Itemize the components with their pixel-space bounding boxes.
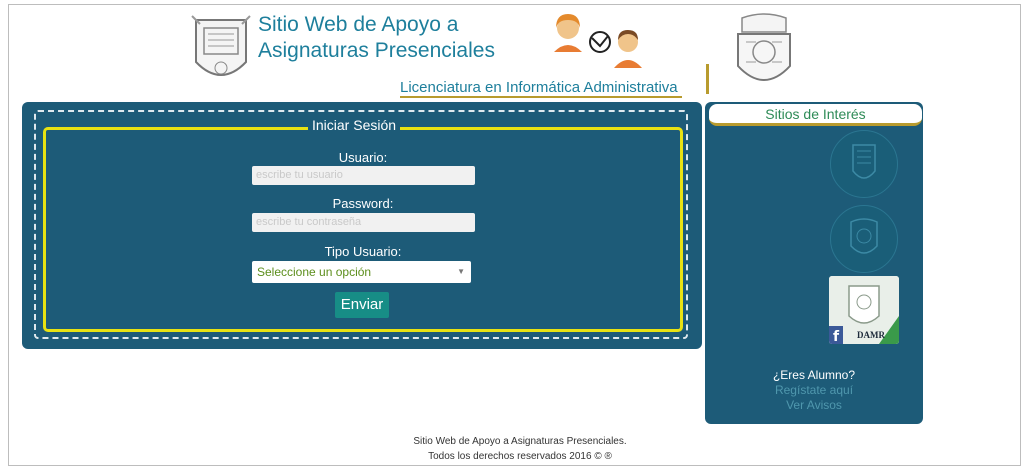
password-label: Password:	[332, 196, 394, 211]
left-seal-logo	[190, 12, 252, 90]
student-question: ¿Eres Alumno?	[772, 368, 856, 382]
chevron-down-icon: ▼	[457, 267, 465, 276]
sidebar-title: Sitios de Interés	[709, 104, 922, 126]
right-seal-logo	[732, 12, 796, 94]
user-type-label: Tipo Usuario:	[324, 244, 402, 259]
password-input[interactable]: escribe tu contraseña	[252, 213, 475, 232]
people-icon	[550, 12, 650, 76]
program-subtitle: Licenciatura en Informática Administrati…	[400, 79, 682, 98]
facebook-card-label: DAMR	[857, 330, 885, 340]
user-label: Usuario:	[338, 150, 388, 165]
login-dashed-border	[34, 110, 688, 339]
register-link[interactable]: Regístate aquí	[774, 383, 854, 397]
user-input[interactable]: escribe tu usuario	[252, 166, 475, 185]
faculty-seal-link-icon[interactable]	[830, 205, 898, 273]
user-type-selected: Seleccione un opción	[257, 265, 372, 279]
svg-text:f: f	[833, 329, 840, 344]
facebook-page-link[interactable]: f DAMR	[829, 276, 899, 344]
login-panel: Iniciar Sesión Usuario: escribe tu usuar…	[22, 102, 702, 349]
submit-button[interactable]: Enviar	[335, 292, 389, 318]
university-seal-link-icon[interactable]	[830, 130, 898, 198]
notices-link[interactable]: Ver Avisos	[786, 398, 842, 412]
footer-line2: Todos los derechos reservados 2016 © ®	[428, 451, 612, 462]
site-title: Sitio Web de Apoyo a Asignaturas Presenc…	[258, 12, 495, 64]
footer: Sitio Web de Apoyo a Asignaturas Presenc…	[380, 434, 660, 464]
site-title-line1: Sitio Web de Apoyo a	[258, 13, 459, 36]
login-legend: Iniciar Sesión	[308, 117, 401, 133]
subtitle-divider	[706, 64, 709, 94]
footer-line1: Sitio Web de Apoyo a Asignaturas Presenc…	[413, 436, 627, 447]
sidebar-panel: Sitios de Interés f DAMR ¿Eres Alumno? R…	[705, 102, 923, 424]
site-title-line2: Asignaturas Presenciales	[258, 39, 495, 62]
user-type-select[interactable]: Seleccione un opción ▼	[252, 261, 471, 283]
